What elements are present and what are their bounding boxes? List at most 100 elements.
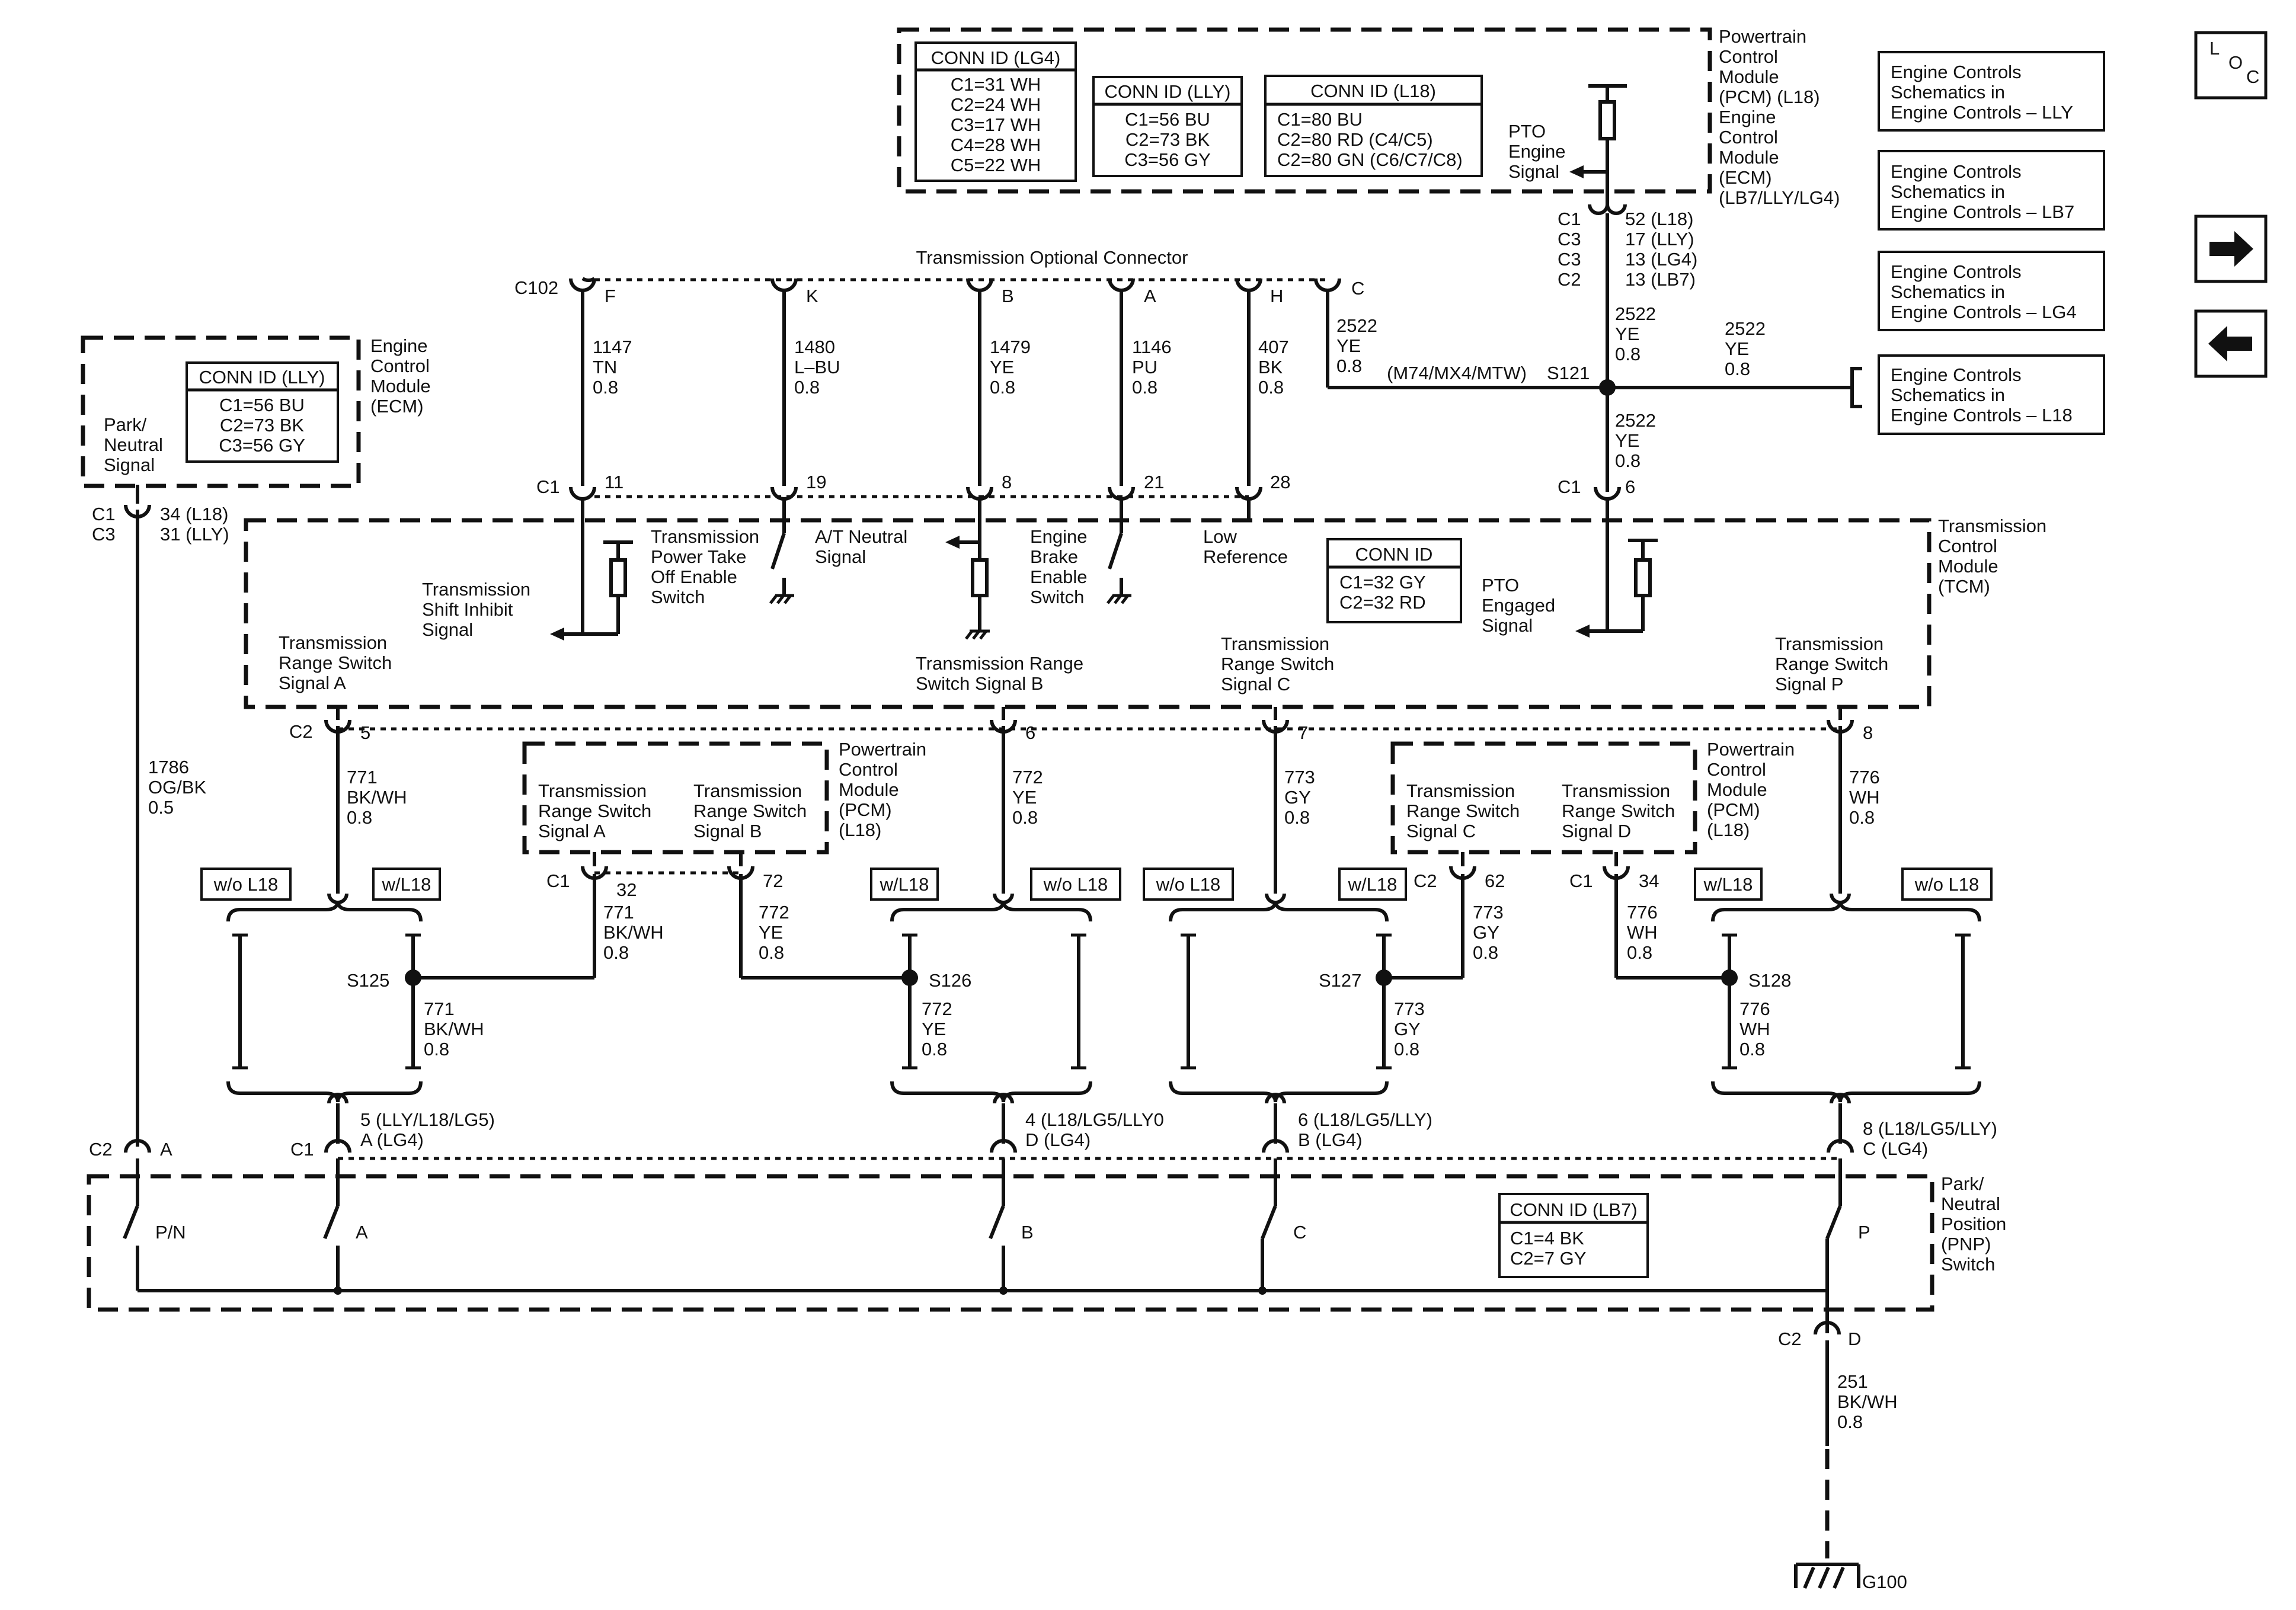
svg-text:Module: Module [370,376,431,396]
svg-text:8: 8 [1002,472,1012,492]
option-w-l18-c: w/L18 [1338,868,1407,901]
svg-text:0.8: 0.8 [1284,807,1310,828]
svg-text:Module: Module [1719,147,1779,168]
svg-text:Shift Inhibit: Shift Inhibit [422,599,513,620]
svg-text:0.8: 0.8 [922,1039,947,1060]
svg-text:Module: Module [1938,556,1998,577]
svg-text:S128: S128 [1748,970,1791,991]
engine-brake-switch: Engine Brake Enable Switch [1030,498,1131,607]
svg-text:6 (L18/LG5/LLY): 6 (L18/LG5/LLY) [1298,1109,1432,1130]
svg-text:773: 773 [1473,902,1504,923]
svg-text:YE: YE [1615,324,1639,344]
svg-text:C3=56 GY: C3=56 GY [1124,149,1211,170]
svg-text:0.8: 0.8 [603,942,629,963]
option-wo-l18-a: w/o L18 [200,868,292,901]
svg-text:S125: S125 [347,970,389,991]
svg-text:BK/WH: BK/WH [347,787,407,808]
svg-text:Powertrain: Powertrain [1707,739,1795,760]
svg-text:Range Switch: Range Switch [1406,801,1520,821]
svg-text:C1=56 BU: C1=56 BU [1125,109,1210,130]
svg-text:S127: S127 [1319,970,1361,991]
pnp-connector-row: C2 A C1 5 (LLY/L18/LG5) A (LG4) 4 (L18/L… [89,1103,1997,1160]
svg-text:28: 28 [1270,472,1290,492]
svg-text:C1: C1 [546,870,570,891]
svg-text:Control: Control [1719,127,1778,148]
svg-text:C1: C1 [92,504,116,524]
svg-text:2522: 2522 [1615,303,1656,324]
splice-s125 [405,969,421,986]
svg-text:Control: Control [1707,759,1766,780]
svg-text:C: C [1293,1222,1306,1243]
optional-connector-title: Transmission Optional Connector [916,247,1188,268]
pnp-title: Park/ Neutral Position (PNP) Switch [1941,1173,2006,1275]
svg-text:Range Switch: Range Switch [1221,654,1334,674]
previous-page-button[interactable] [2194,309,2268,378]
svg-text:(ECM): (ECM) [1719,167,1772,188]
svg-text:w/L18: w/L18 [880,874,929,895]
svg-text:0.8: 0.8 [1615,344,1641,364]
svg-text:WH: WH [1627,922,1658,943]
next-page-button[interactable] [2194,215,2268,283]
ground-circuit: C2 D 251 BK/WH 0.8 G100 [1778,1321,1907,1592]
loc-button[interactable]: L O C [2194,31,2268,100]
svg-text:0.8: 0.8 [1739,1039,1765,1060]
svg-text:Control: Control [370,356,430,376]
svg-text:C2: C2 [1414,870,1437,891]
svg-text:Reference: Reference [1203,546,1288,567]
reference-lg4[interactable]: Engine Controls Schematics in Engine Con… [1878,251,2105,331]
svg-text:S121: S121 [1547,363,1590,383]
svg-text:Signal: Signal [104,454,155,475]
svg-text:GY: GY [1394,1019,1421,1039]
arrow-left-icon [2208,326,2252,361]
svg-text:0.8: 0.8 [759,942,784,963]
svg-text:Range Switch: Range Switch [693,801,807,821]
svg-text:19: 19 [806,472,826,492]
svg-text:Transmission: Transmission [279,632,387,653]
svg-text:YE: YE [1012,787,1037,808]
svg-text:Transmission: Transmission [538,780,647,801]
svg-text:Signal P: Signal P [1775,674,1843,694]
svg-text:D: D [1848,1329,1861,1349]
svg-text:GY: GY [1284,787,1311,808]
park-neutral-signal-label: Park/ Neutral Signal [104,414,163,475]
pcm-mid-module-2: Transmission Range Switch Signal C Trans… [1390,739,1795,978]
reference-lb7[interactable]: Engine Controls Schematics in Engine Con… [1878,150,2105,231]
svg-text:Engine Controls – LG4: Engine Controls – LG4 [1891,302,2077,322]
svg-text:Off Enable: Off Enable [651,566,737,587]
ecm-left-title: Engine Control Module (ECM) [370,335,431,417]
svg-text:Transmission: Transmission [693,780,802,801]
svg-text:C1: C1 [536,476,560,497]
svg-text:C2=73 BK: C2=73 BK [1125,129,1210,150]
svg-text:Transmission: Transmission [1938,516,2046,536]
svg-text:0.8: 0.8 [1012,807,1038,828]
svg-text:Engine Controls – LLY: Engine Controls – LLY [1891,102,2073,123]
reference-lly[interactable]: Engine Controls Schematics in Engine Con… [1878,51,2105,132]
svg-text:771: 771 [347,767,378,788]
svg-text:Range Switch: Range Switch [538,801,651,821]
svg-text:Transmission: Transmission [1775,633,1884,654]
svg-text:0.8: 0.8 [1394,1039,1419,1060]
svg-text:(PCM): (PCM) [1707,799,1760,820]
svg-text:Engaged: Engaged [1482,595,1555,616]
svg-text:G100: G100 [1862,1571,1907,1592]
svg-text:C1=32 GY: C1=32 GY [1339,572,1426,593]
svg-text:21: 21 [1144,472,1164,492]
svg-text:2522: 2522 [1615,410,1656,431]
splice-s127 [1376,969,1392,986]
splice-s126 [901,969,918,986]
svg-text:Signal A: Signal A [538,821,606,841]
svg-text:Signal: Signal [1508,161,1559,182]
svg-text:P/N: P/N [155,1222,186,1243]
svg-text:Range Switch: Range Switch [1775,654,1888,674]
svg-text:(L18): (L18) [839,820,881,840]
svg-text:C1: C1 [1569,870,1593,891]
svg-text:Module: Module [1707,779,1767,800]
ecm-left-conn-table: CONN ID (LLY) C1=56 BU C2=73 BK C3=56 GY [186,361,339,463]
svg-text:Enable: Enable [1030,566,1088,587]
pto-enable-switch: Transmission Power Take Off Enable Switc… [651,498,794,607]
svg-text:13 (LB7): 13 (LB7) [1625,269,1696,290]
option-wo-l18-d: w/o L18 [1901,868,1993,901]
reference-l18[interactable]: Engine Controls Schematics in Engine Con… [1878,354,2105,435]
svg-text:2522: 2522 [1336,315,1377,336]
pcm-mid-module-1: Transmission Range Switch Signal A Trans… [522,739,926,978]
